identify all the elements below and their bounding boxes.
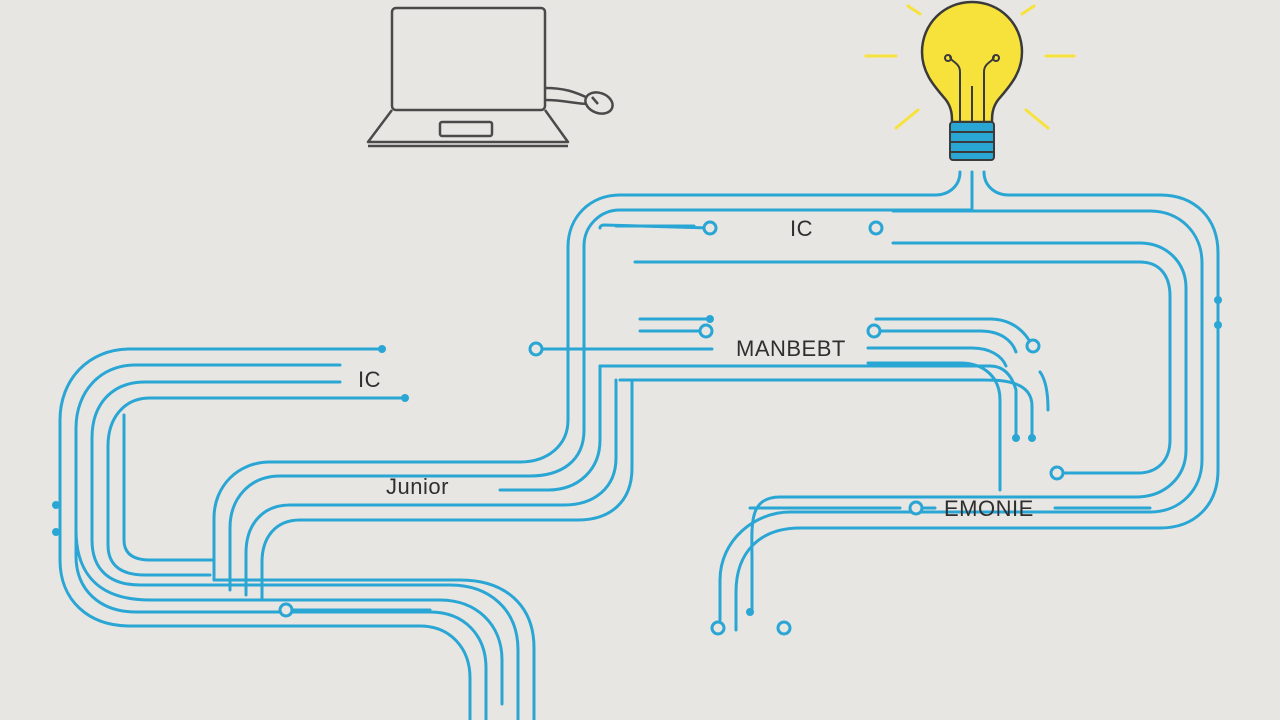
circuit-trace: [718, 209, 1204, 622]
circuit-trace: [148, 598, 504, 706]
circuit-trace: [582, 170, 974, 352]
circuit-node: [776, 620, 792, 636]
circuit-trace: [106, 396, 407, 577]
circuit-trace: [618, 378, 1034, 440]
circuit-terminal: [52, 528, 60, 536]
circuit-node: [278, 602, 294, 618]
circuit-node: [866, 323, 882, 339]
circuit-trace: [90, 380, 342, 587]
circuit-node: [1025, 338, 1041, 354]
circuit-terminal: [1012, 434, 1020, 442]
circuit-trace: [122, 413, 216, 562]
circuit-trace: [498, 364, 602, 492]
circuit-trace: [212, 578, 536, 720]
light-bulb-icon: [864, 0, 1076, 161]
circuit-terminal: [378, 345, 386, 353]
circuit-trace: [74, 528, 488, 720]
circuit-trace: [750, 241, 1188, 614]
label-manager: MANBEBT: [736, 336, 846, 361]
circuit-trace: [228, 348, 586, 592]
circuit-node: [1049, 465, 1065, 481]
label-ic-left: IC: [358, 367, 381, 392]
label-ic-top: IC: [790, 216, 813, 241]
circuit-trace: [598, 223, 712, 230]
circuit-trace: [58, 488, 472, 720]
circuit-node: [528, 341, 544, 357]
circuit-trace: [244, 378, 618, 597]
circuit-trace: [566, 170, 962, 352]
circuit-node: [698, 323, 714, 339]
circuit-trace: [212, 348, 570, 582]
circuit-terminal: [1028, 434, 1036, 442]
circuit-terminal: [52, 501, 60, 509]
circuit-node: [868, 220, 884, 236]
circuit-trace: [866, 361, 1002, 492]
circuit-trace: [58, 347, 384, 492]
circuit-terminal: [1214, 321, 1222, 329]
circuit-node: [702, 220, 718, 236]
circuit-trace: [866, 329, 1018, 354]
circuit-node: [908, 500, 924, 516]
circuit-terminal: [706, 315, 714, 323]
label-emonie: EMONIE: [944, 496, 1034, 521]
circuit-trace: [260, 378, 634, 602]
circuit-trace: [866, 346, 1008, 368]
circuit-node: [710, 620, 726, 636]
circuit-nodes: [52, 220, 1222, 636]
circuit-trace: [734, 170, 1220, 632]
circuit-traces: [58, 170, 1220, 720]
circuit-terminal: [401, 394, 409, 402]
circuit-terminal: [746, 608, 754, 616]
mouse-icon: [584, 91, 614, 115]
circuit-trace: [204, 583, 520, 720]
laptop-icon: [366, 6, 591, 148]
circuit-trace: [598, 364, 1018, 440]
label-junior: Junior: [386, 474, 449, 499]
circuit-trace: [633, 260, 1172, 475]
circuit-terminal: [1214, 296, 1222, 304]
circuit-trace: [1038, 370, 1050, 412]
